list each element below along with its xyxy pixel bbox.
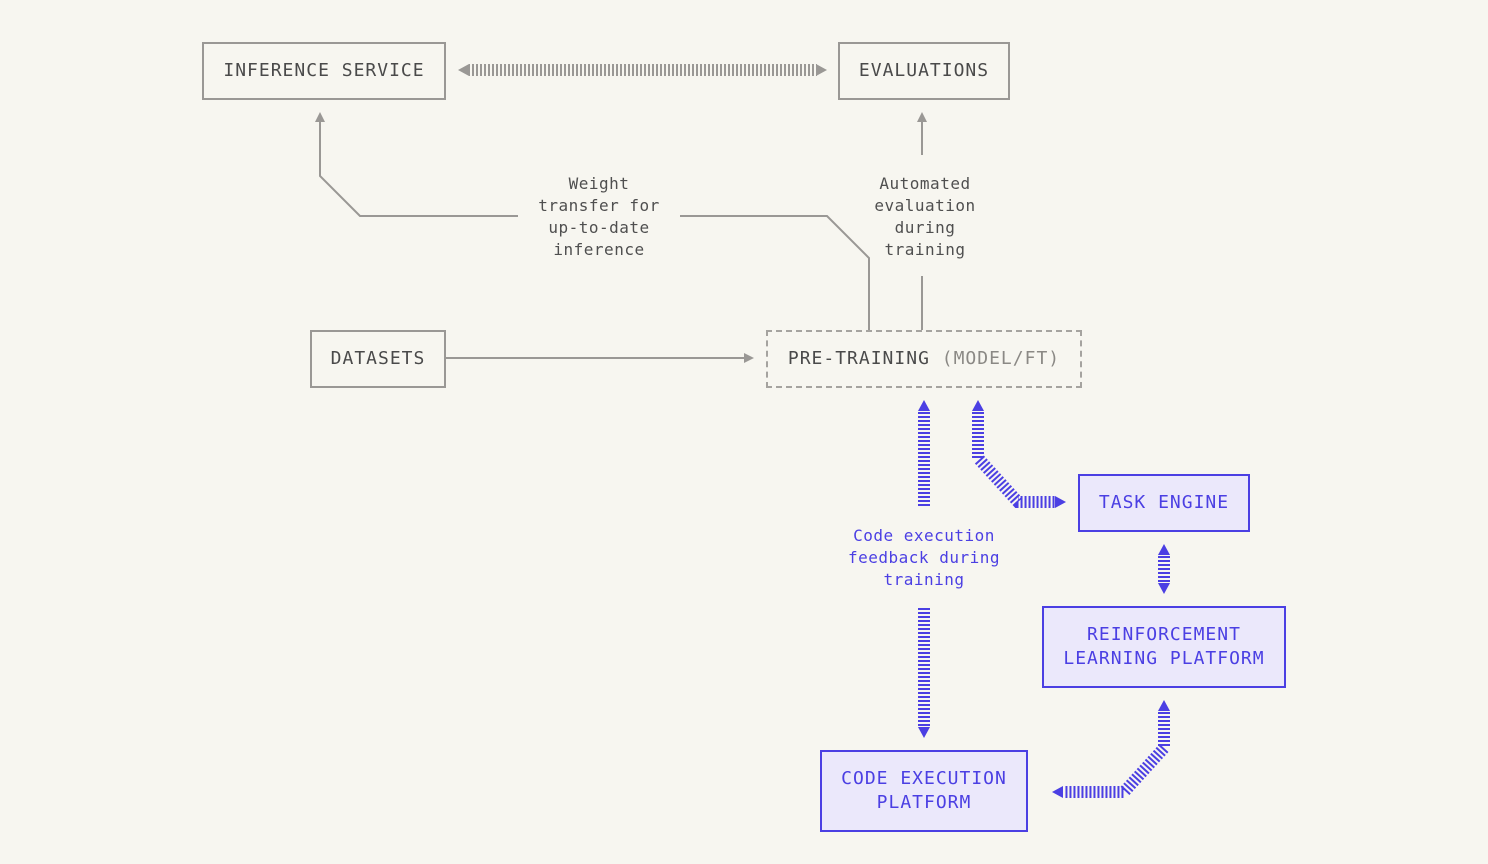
automated-evaluation-label: Automated evaluation during training [874,174,976,259]
datasets-arrowhead [744,353,754,363]
task-engine-rl-arrow [1158,544,1170,594]
task-engine-label: TASK ENGINE [1098,492,1230,513]
code-execution-platform-node[interactable]: CODE EXECUTION PLATFORM [820,750,1028,832]
weight-transfer-label: Weight transfer for up-to-date inference [538,174,660,259]
inference-service-label: INFERENCE SERVICE [223,60,425,81]
automated-evaluation-arrowhead [917,112,927,122]
inference-service-node[interactable]: INFERENCE SERVICE [202,42,446,100]
inference-evaluations-arrow [458,64,827,76]
code-execution-platform-label: CODE EXECUTION PLATFORM [841,768,1007,813]
pre-training-sublabel: (MODEL/FT) [941,348,1061,369]
rl-platform-node[interactable]: REINFORCEMENT LEARNING PLATFORM [1042,606,1286,688]
weight-transfer-arrow [319,122,870,330]
datasets-label: DATASETS [330,348,426,369]
pre-training-node[interactable]: PRE-TRAINING (MODEL/FT) [766,330,1082,388]
code-feedback-arrow-top [918,400,930,506]
pretraining-task-engine-arrow [972,400,1066,508]
code-feedback-arrow-bottom [918,608,930,738]
code-execution-feedback-label: Code execution feedback during training [848,526,1000,589]
rl-code-platform-arrow [1052,700,1170,798]
datasets-node[interactable]: DATASETS [310,330,446,388]
pre-training-label: PRE-TRAINING [787,348,930,369]
evaluations-node[interactable]: EVALUATIONS [838,42,1010,100]
task-engine-node[interactable]: TASK ENGINE [1078,474,1250,532]
rl-platform-label: REINFORCEMENT LEARNING PLATFORM [1063,624,1265,669]
weight-transfer-arrowhead [315,112,325,122]
evaluations-label: EVALUATIONS [858,60,990,81]
